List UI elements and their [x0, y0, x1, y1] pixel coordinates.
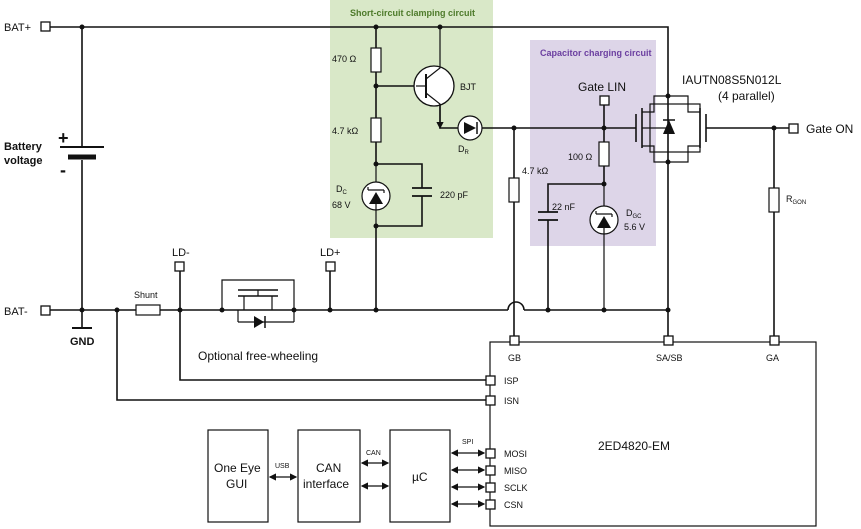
r47k-label-a: 4.7 kΩ — [332, 126, 359, 136]
dc-zener-diode — [361, 164, 391, 226]
r100-resistor — [598, 141, 610, 167]
bat-minus-terminal — [40, 305, 51, 316]
microcontroller-block — [389, 429, 451, 523]
battery-voltage-label: Battery — [4, 141, 43, 153]
pin-sasb — [663, 335, 674, 346]
dc-label: DC — [336, 184, 348, 196]
pin-mosi-label: MOSI — [504, 449, 527, 459]
battery-plus-sign: + — [58, 128, 69, 148]
r47k-resistor-a — [370, 117, 382, 143]
pin-miso-label: MISO — [504, 466, 527, 476]
pin-ga — [769, 335, 780, 346]
dc-voltage: 68 V — [332, 200, 351, 210]
freewheeling-mosfet — [221, 279, 295, 328]
c220-label: 220 pF — [440, 190, 469, 200]
ld-plus-terminal — [325, 261, 336, 272]
clamping-title: Short-circuit clamping circuit — [350, 8, 475, 18]
r470-label: 470 Ω — [332, 54, 357, 64]
pin-sasb-label: SA/SB — [656, 353, 683, 363]
can-interface-label-1: CAN — [316, 461, 341, 475]
pin-isn — [485, 395, 496, 406]
mosfet-count: (4 parallel) — [718, 89, 775, 103]
r470-resistor — [370, 47, 382, 73]
bjt-label: BJT — [460, 82, 477, 92]
optional-freewheeling-label: Optional free-wheeling — [198, 349, 318, 363]
can-interface-label-2: interface — [303, 477, 349, 491]
gate-on-label: Gate ON — [806, 122, 853, 136]
dgc-voltage: 5.6 V — [624, 222, 645, 232]
uc-label: µC — [412, 470, 428, 484]
driver-name: 2ED4820-EM — [598, 439, 670, 453]
battery-voltage-label-2: voltage — [4, 155, 43, 167]
shunt-resistor — [135, 304, 161, 316]
pin-gb-label: GB — [508, 353, 521, 363]
bat-minus-label: BAT- — [4, 306, 28, 318]
pin-isn-label: ISN — [504, 396, 519, 406]
gui-label-1: One Eye — [214, 461, 261, 475]
spi-label: SPI — [462, 439, 473, 446]
gate-lin-terminal — [599, 95, 610, 106]
ld-minus-terminal — [174, 261, 185, 272]
dr-label: DR — [458, 144, 470, 156]
mosfet-name: IAUTN08S5N012L — [682, 73, 782, 87]
gui-label-2: GUI — [226, 477, 247, 491]
pin-gb — [509, 335, 520, 346]
r47k-label-b: 4.7 kΩ — [522, 166, 549, 176]
bjt-transistor — [413, 27, 455, 130]
ld-minus-label: LD- — [172, 247, 190, 259]
one-eye-gui-block — [207, 429, 269, 523]
dgc-label: DGC — [626, 208, 642, 220]
can-label: CAN — [366, 450, 381, 457]
dr-diode — [457, 115, 483, 141]
pin-mosi — [485, 448, 496, 459]
c22n-label: 22 nF — [552, 202, 576, 212]
rgon-resistor — [768, 187, 780, 213]
bat-plus-label: BAT+ — [4, 22, 31, 34]
r47k-resistor-b — [508, 177, 520, 203]
charging-title: Capacitor charging circuit — [540, 48, 652, 58]
dgc-zener-diode — [589, 184, 619, 310]
pin-miso — [485, 465, 496, 476]
gnd-label: GND — [70, 336, 95, 348]
pin-csn-label: CSN — [504, 500, 523, 510]
bat-plus-terminal — [40, 21, 51, 32]
main-mosfets — [635, 95, 790, 163]
driver-ic — [489, 341, 817, 527]
battery-minus-sign: - — [60, 160, 66, 180]
pin-sclk — [485, 482, 496, 493]
gate-on-terminal — [788, 123, 799, 134]
pin-isp — [485, 375, 496, 386]
pin-isp-label: ISP — [504, 376, 519, 386]
shunt-label: Shunt — [134, 290, 158, 300]
rgon-label: RGON — [786, 194, 806, 206]
can-interface-block — [297, 429, 361, 523]
pin-sclk-label: SCLK — [504, 483, 528, 493]
pin-csn — [485, 499, 496, 510]
ld-plus-label: LD+ — [320, 247, 341, 259]
r100-label: 100 Ω — [568, 152, 593, 162]
gate-lin-label: Gate LIN — [578, 80, 626, 94]
pin-ga-label: GA — [766, 353, 779, 363]
usb-label: USB — [275, 463, 290, 470]
